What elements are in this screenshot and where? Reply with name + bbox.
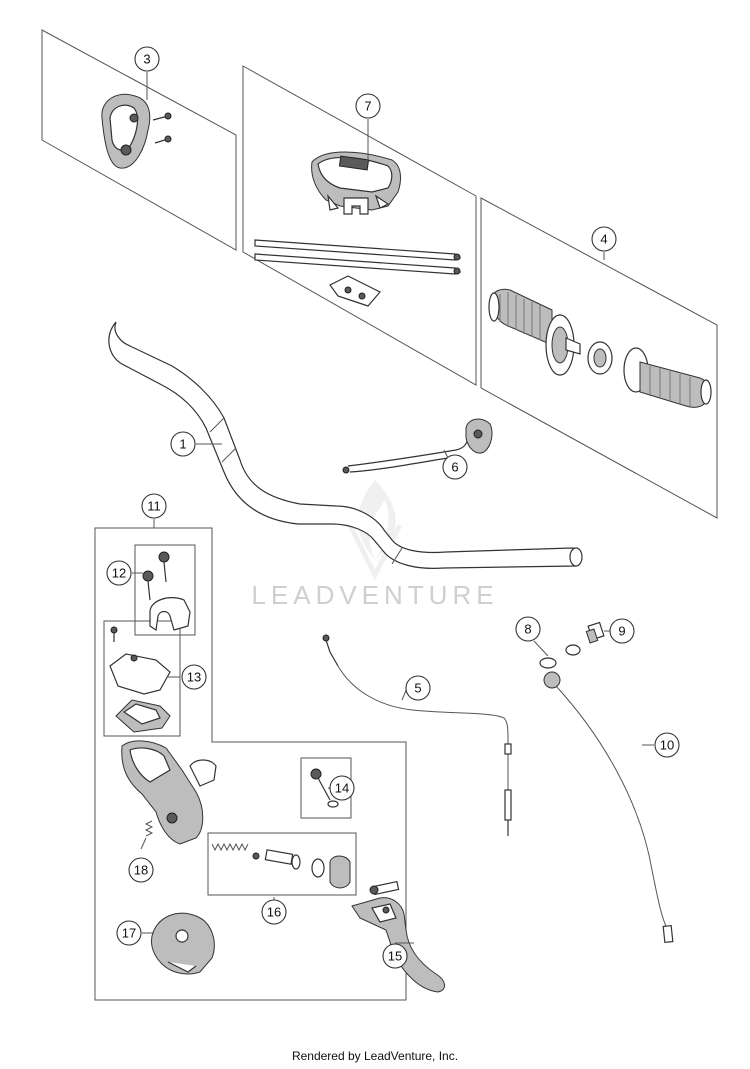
part-17-cover — [151, 912, 215, 975]
part-15-lever — [351, 880, 445, 993]
svg-text:15: 15 — [388, 949, 402, 964]
part-1-handlebar — [108, 321, 583, 569]
watermark-text: LEADVENTURE — [251, 580, 498, 610]
footer-credit: Rendered by LeadVenture, Inc. — [291, 1049, 459, 1063]
kit-box-3 — [41, 29, 237, 251]
callout-12: 12 — [106, 560, 132, 586]
svg-text:6: 6 — [451, 460, 458, 475]
callout-6: 6 — [442, 454, 468, 480]
svg-text:18: 18 — [134, 863, 148, 878]
svg-text:8: 8 — [524, 622, 531, 637]
part-7-handlebar-pad — [311, 151, 401, 215]
part-12-clamp — [142, 551, 191, 632]
svg-text:5: 5 — [414, 681, 421, 696]
svg-text:17: 17 — [122, 926, 136, 941]
kit-box-13 — [103, 620, 181, 737]
callout-9: 9 — [609, 618, 635, 644]
svg-text:4: 4 — [600, 232, 607, 247]
part-14-screw — [310, 768, 339, 808]
svg-text:10: 10 — [660, 738, 674, 753]
svg-text:16: 16 — [267, 905, 281, 920]
callout-11: 11 — [141, 493, 167, 519]
callout-13: 13 — [181, 664, 207, 690]
callout-3: 3 — [134, 46, 160, 72]
callout-1: 1 — [170, 431, 196, 457]
kit-box-12 — [134, 544, 196, 636]
part-10-brake-line — [543, 671, 674, 944]
part-6-kill-switch — [342, 418, 493, 474]
kit-box-11 — [94, 527, 407, 1001]
svg-text:14: 14 — [335, 781, 349, 796]
part-4-left-grip — [488, 288, 553, 346]
callout-14: 14 — [329, 775, 355, 801]
svg-text:7: 7 — [364, 99, 371, 114]
part-16-piston-kit — [211, 842, 351, 889]
svg-text:11: 11 — [147, 499, 161, 514]
part-7-bracket — [329, 275, 381, 307]
part-4-lock-ring — [587, 341, 613, 375]
part-7-cable-ties — [254, 239, 462, 275]
part-3-switch-housing — [101, 93, 172, 169]
callout-5: 5 — [405, 675, 431, 701]
svg-text:12: 12 — [112, 566, 126, 581]
kit-box-4 — [480, 197, 718, 519]
part-8-washer — [539, 644, 581, 669]
callout-7: 7 — [355, 93, 381, 119]
part-4-right-grip — [623, 347, 712, 408]
svg-text:9: 9 — [618, 624, 625, 639]
callout-16: 16 — [261, 899, 287, 925]
part-18-spring — [144, 820, 154, 837]
callout-8: 8 — [515, 616, 541, 642]
part-13-reservoir-cover — [109, 626, 171, 733]
part-4-throttle-tube — [545, 314, 581, 376]
part-5-clutch-cable — [322, 634, 512, 836]
callout-15: 15 — [382, 943, 408, 969]
kit-box-7 — [242, 65, 477, 386]
callout-17: 17 — [116, 920, 142, 946]
part-master-cylinder — [121, 740, 217, 845]
svg-text:13: 13 — [187, 670, 201, 685]
callout-4: 4 — [591, 226, 617, 252]
callout-18: 18 — [128, 857, 154, 883]
svg-text:3: 3 — [143, 52, 150, 67]
svg-text:1: 1 — [179, 437, 186, 452]
kit-box-16 — [207, 832, 357, 896]
part-9-banjo-bolt — [585, 621, 605, 644]
callout-10: 10 — [654, 732, 680, 758]
